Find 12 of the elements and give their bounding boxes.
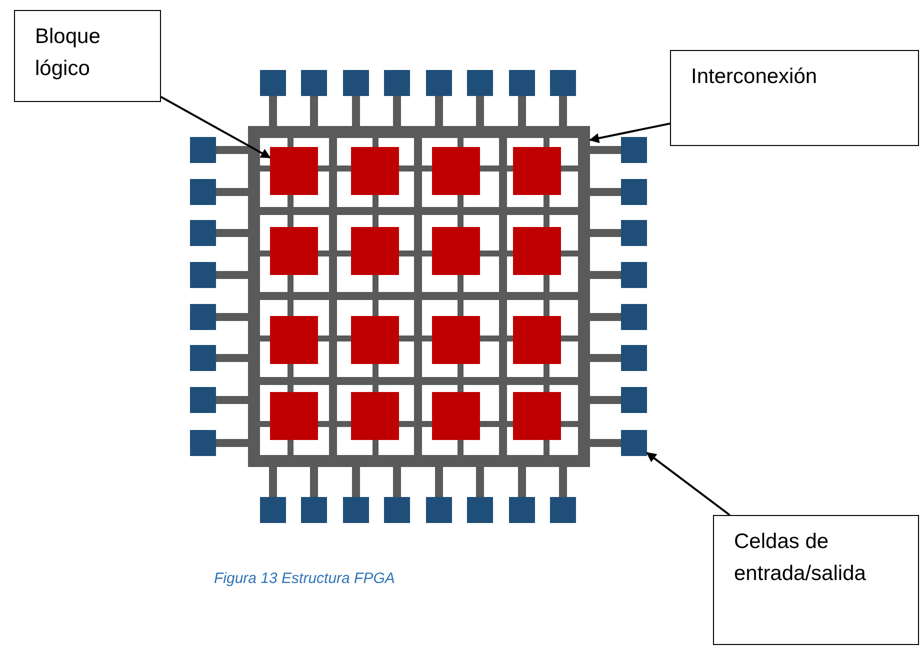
io-cell [621,430,647,456]
callout-label: Bloque lógico [35,24,102,82]
logic-block [270,147,318,195]
leader-arrow [646,452,730,516]
callout-box [713,515,919,645]
leader-arrow [589,122,670,144]
callout-label: Celdas de entrada/salida [734,529,867,587]
callout-label: Interconexión [691,64,818,90]
leader-arrow [160,96,271,158]
figure-caption: Figura 13 Estructura FPGA [214,570,395,587]
callout-box [670,50,919,146]
callout-box [14,10,161,102]
